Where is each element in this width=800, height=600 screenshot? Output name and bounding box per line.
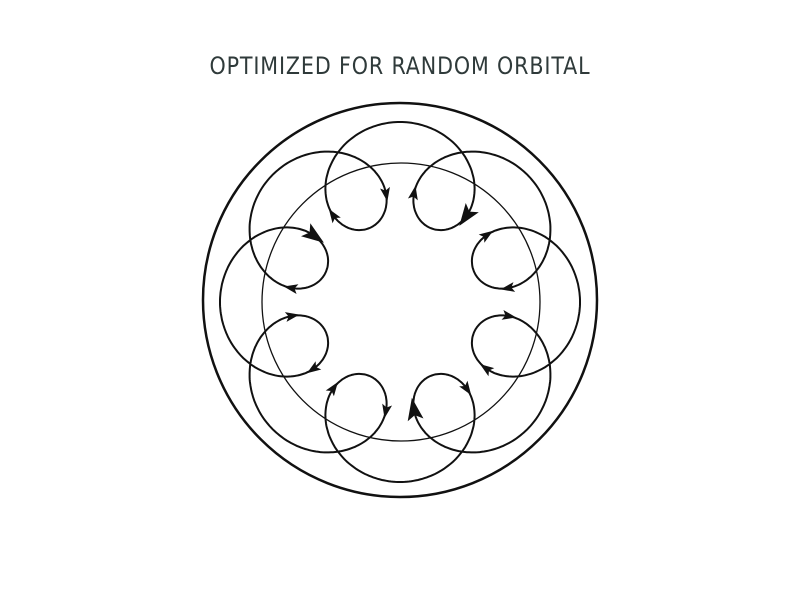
arrow-head-icon <box>325 381 338 397</box>
arrow-head-icon <box>283 284 299 295</box>
outer-pad-circle <box>201 101 599 499</box>
arrow-head-icon <box>380 186 390 202</box>
direction-arrows <box>283 185 517 422</box>
arrow-head-icon <box>407 397 424 422</box>
arrow-head-icon <box>328 208 341 224</box>
arrow-head-icon <box>459 380 472 396</box>
arrow-head-icon <box>306 361 322 374</box>
arrow-head-icon <box>301 223 324 243</box>
arrow-head-icon <box>382 403 393 419</box>
arrow-head-icon <box>501 309 517 320</box>
arrow-head-icon <box>407 185 418 201</box>
arrow-head-icon <box>459 203 479 226</box>
arrow-head-icon <box>284 312 300 322</box>
arrow-head-icon <box>479 364 495 377</box>
diagram-title: OPTIMIZED FOR RANDOM ORBITAL <box>209 52 591 80</box>
random-orbital-loop-path <box>219 121 581 483</box>
arrow-head-icon <box>500 282 516 292</box>
arrow-head-icon <box>478 230 494 243</box>
orbit-path-circle <box>261 162 541 442</box>
